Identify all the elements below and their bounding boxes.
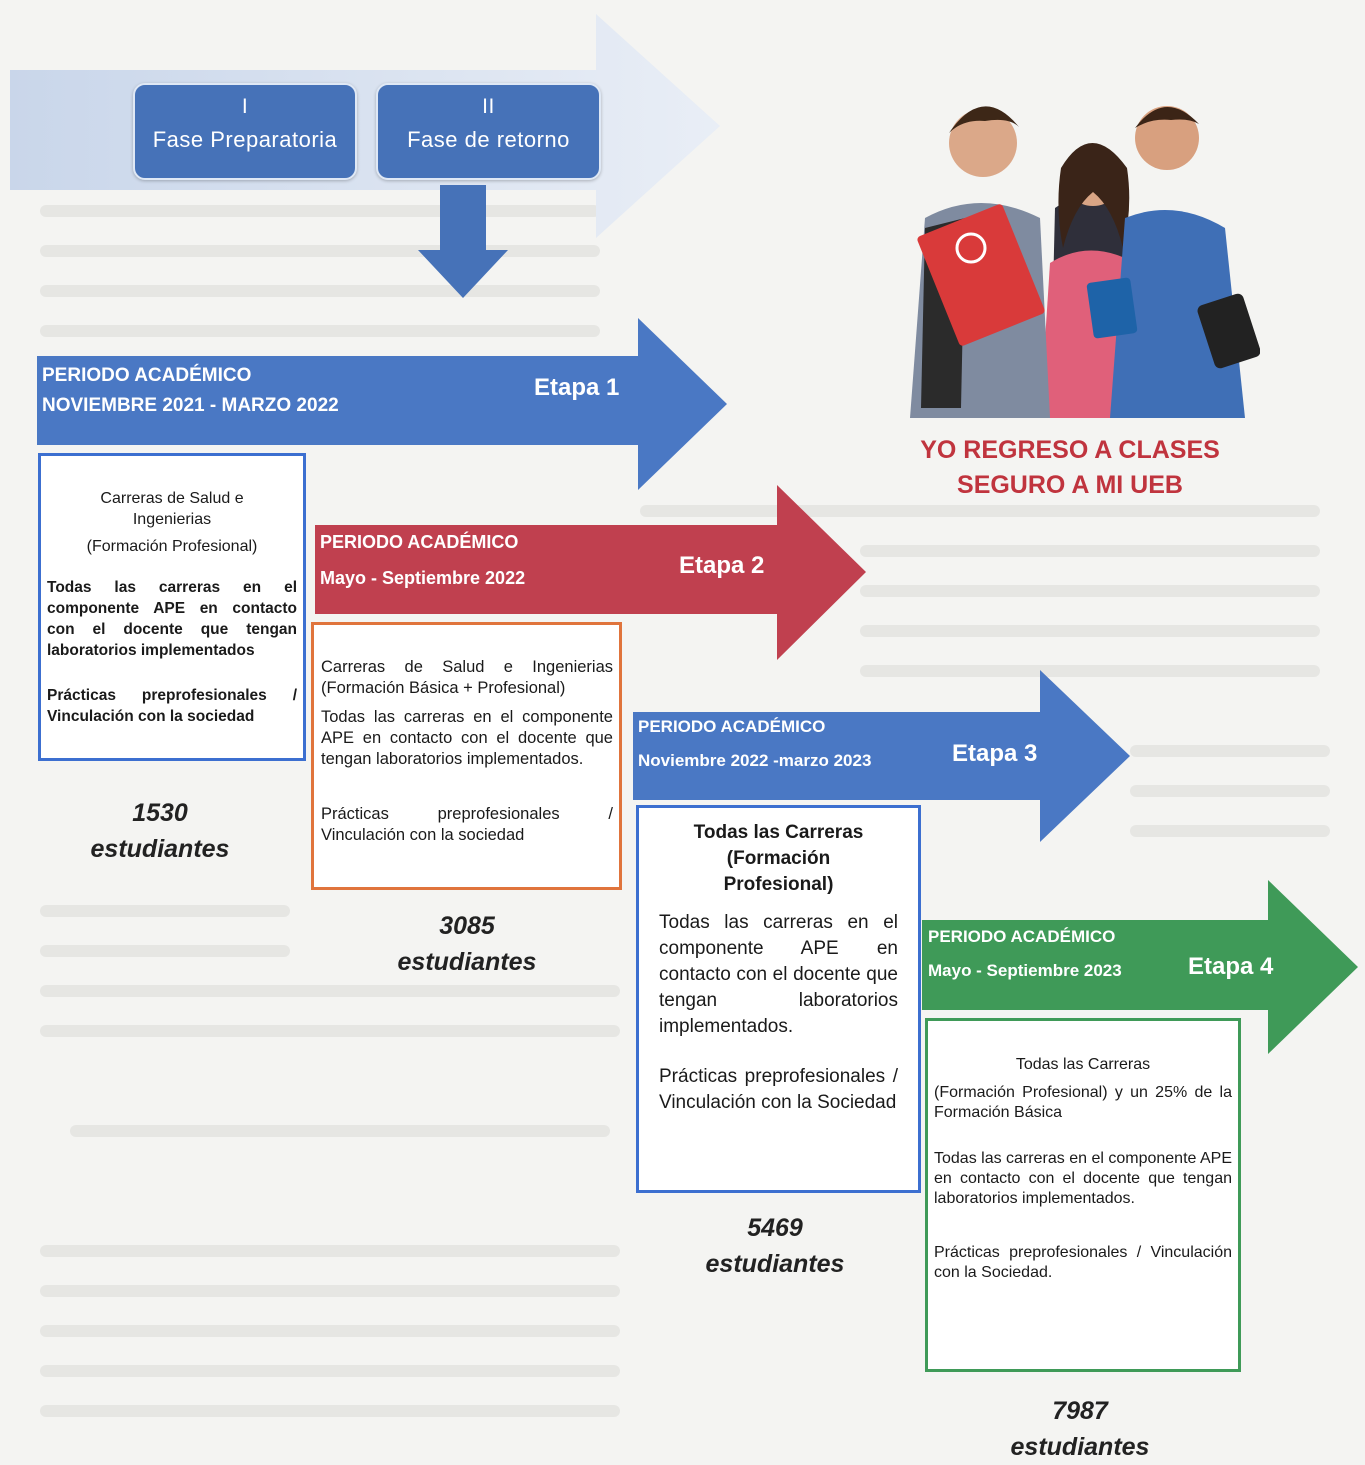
card-practice: Prácticas preprofesionales / Vinculación… xyxy=(659,1066,898,1113)
campaign-slogan: YO REGRESO A CLASES SEGURO A MI UEB xyxy=(890,433,1250,503)
stage-1-arrow xyxy=(37,318,727,490)
students-photo xyxy=(905,88,1260,418)
stage-1-card: Carreras de Salud e Ingenierias (Formaci… xyxy=(38,453,306,761)
card-heading: Carreras de Salud e Ingenierias xyxy=(100,490,244,528)
stage-4-students: 7987 estudiantes xyxy=(985,1393,1175,1465)
period-label: PERIODO ACADÉMICO xyxy=(928,927,1116,946)
stage-3-card: Todas las Carreras (Formación Profesiona… xyxy=(636,805,921,1193)
slogan-line-1: YO REGRESO A CLASES xyxy=(920,436,1220,464)
period-label: PERIODO ACADÉMICO xyxy=(320,532,519,552)
card-heading: Todas las Carreras (Formación Profesiona… xyxy=(693,822,864,895)
students-label: estudiantes xyxy=(397,948,537,976)
student-left xyxy=(910,106,1050,418)
period-dates: Mayo - Septiembre 2023 xyxy=(928,961,1122,980)
phase-number: II xyxy=(482,95,495,118)
card-heading: Todas las Carreras xyxy=(1015,1056,1151,1073)
slogan-line-2: SEGURO A MI UEB xyxy=(957,471,1183,499)
card-subheading: (Formación Profesional) xyxy=(86,538,258,555)
students-label: estudiantes xyxy=(1010,1433,1150,1461)
student-right xyxy=(1110,106,1260,418)
phase-arrow xyxy=(10,14,720,238)
card-practice: Prácticas preprofesionales / Vinculación… xyxy=(47,687,297,725)
stage-1-period: PERIODO ACADÉMICO NOVIEMBRE 2021 - MARZO… xyxy=(42,361,339,421)
students-count: 1530 xyxy=(132,799,188,827)
card-practice: Prácticas preprofesionales / Vinculación… xyxy=(321,805,613,844)
card-activity: Todas las carreras en el componente APE … xyxy=(659,912,898,1037)
phase-retorno-box: II Fase de retorno xyxy=(376,83,601,180)
card-activity: Todas las carreras en el componente APE … xyxy=(934,1150,1232,1207)
stage-1-label: Etapa 1 xyxy=(534,374,620,401)
phase-number: I xyxy=(241,95,249,118)
stage-2-students: 3085 estudiantes xyxy=(372,908,562,980)
card-practice: Prácticas preprofesionales / Vinculación… xyxy=(934,1244,1232,1281)
stage-3-arrow xyxy=(633,670,1130,842)
stage-4-label: Etapa 4 xyxy=(1188,953,1274,980)
period-dates: NOVIEMBRE 2021 - MARZO 2022 xyxy=(42,395,339,416)
stage-4-period: PERIODO ACADÉMICO Mayo - Septiembre 2023 xyxy=(928,920,1122,988)
card-heading: Carreras de Salud e Ingenierias (Formaci… xyxy=(321,658,613,697)
stage-2-label: Etapa 2 xyxy=(679,552,765,579)
stage-3-label: Etapa 3 xyxy=(952,740,1038,767)
stage-4-arrow xyxy=(922,880,1358,1054)
card-activity: Todas las carreras en el componente APE … xyxy=(321,708,613,768)
stage-2-card: Carreras de Salud e Ingenierias (Formaci… xyxy=(311,622,622,890)
stage-3-period: PERIODO ACADÉMICO Noviembre 2022 -marzo … xyxy=(638,710,871,778)
stage-2-period: PERIODO ACADÉMICO Mayo - Septiembre 2022 xyxy=(320,524,525,596)
stage-1-students: 1530 estudiantes xyxy=(70,795,250,867)
period-label: PERIODO ACADÉMICO xyxy=(42,365,252,386)
down-arrow xyxy=(418,185,508,298)
students-count: 7987 xyxy=(1052,1397,1108,1425)
students-label: estudiantes xyxy=(705,1250,845,1278)
card-activity: Todas las carreras en el componente APE … xyxy=(47,579,297,659)
students-count: 3085 xyxy=(439,912,495,940)
period-dates: Mayo - Septiembre 2022 xyxy=(320,568,526,588)
stage-4-card: Todas las Carreras (Formación Profesiona… xyxy=(925,1018,1241,1372)
students-count: 5469 xyxy=(747,1214,803,1242)
period-dates: Noviembre 2022 -marzo 2023 xyxy=(638,751,872,770)
students-label: estudiantes xyxy=(90,835,230,863)
phase-name: Fase Preparatoria xyxy=(152,127,338,152)
card-subheading: (Formación Profesional) y un 25% de la F… xyxy=(934,1084,1232,1121)
phase-preparatoria-box: I Fase Preparatoria xyxy=(133,83,357,180)
period-label: PERIODO ACADÉMICO xyxy=(638,717,826,736)
stage-2-arrow xyxy=(315,485,866,660)
phase-name: Fase de retorno xyxy=(407,127,570,152)
stage-3-students: 5469 estudiantes xyxy=(680,1210,870,1282)
